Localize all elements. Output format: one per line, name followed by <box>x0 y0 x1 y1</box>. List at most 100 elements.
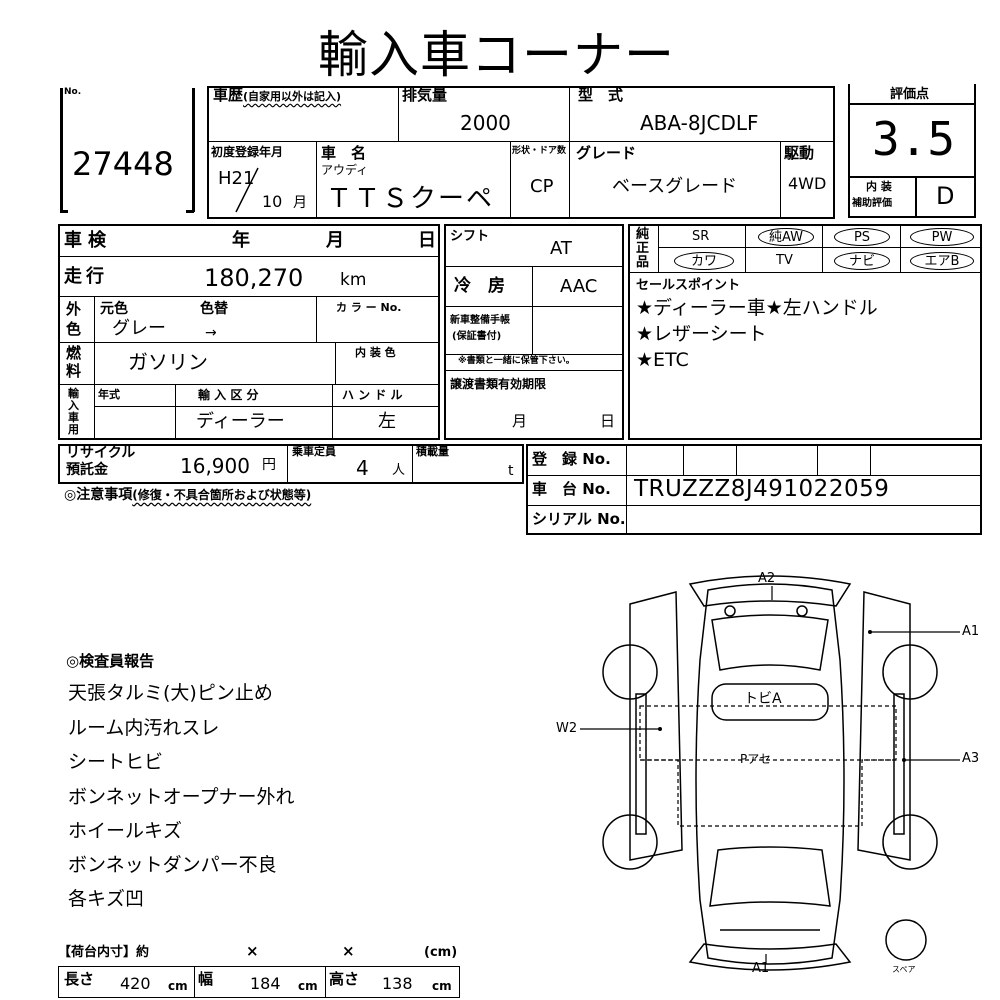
right-door <box>857 591 911 861</box>
transfer-docs-month: 月 <box>512 412 528 430</box>
cargo-x2: × <box>342 942 355 960</box>
cargo-height: 138 <box>382 974 413 993</box>
body-type-label: 形状・ドア数 <box>512 146 567 156</box>
displacement-label: 排気量 <box>402 86 448 104</box>
diagram-label-roof: トビA <box>744 691 782 707</box>
rating-value: 3.5 <box>872 112 956 166</box>
interior-color-label: 内 装 色 <box>355 346 396 359</box>
first-reg-era: H21 <box>218 168 255 189</box>
maintenance-note: ※書類と一緒に保管下さい。 <box>458 356 575 366</box>
lot-number: 27448 <box>72 145 174 183</box>
inspector-item: 各キズ凹 <box>68 888 145 910</box>
model-label: 型 式 <box>578 86 624 104</box>
diagram-label-a2: A2 <box>758 571 776 586</box>
import-label-4: 用 <box>68 423 79 436</box>
maintenance-sub: (保証書付) <box>452 331 502 342</box>
chassis-number: TRUZZZ8J491022059 <box>634 476 890 502</box>
chassis-box <box>526 444 982 535</box>
equip-ps: PS <box>834 228 890 246</box>
panel-dashed-area <box>639 705 897 827</box>
inspection-year: 年 <box>232 230 250 251</box>
inspector-item: 天張タルミ(大)ピン止め <box>68 682 273 704</box>
first-reg-month-unit: 月 <box>293 195 307 211</box>
recycle-unit: 円 <box>262 457 276 473</box>
front-bumper <box>688 943 852 971</box>
mileage-label: 走行 <box>64 266 108 287</box>
cargo-height-unit: cm <box>432 979 452 993</box>
capacity-value: 4 <box>356 456 369 480</box>
inspector-item: ホイールキズ <box>68 820 183 842</box>
drive-value: 4WD <box>788 174 827 193</box>
equip-navi: ナビ <box>834 252 890 270</box>
load-unit: t <box>508 463 514 479</box>
ac-value: AAC <box>560 276 598 297</box>
diagram-label-a1-right: A1 <box>962 624 980 639</box>
transfer-docs-label: 譲渡書類有効期限 <box>450 377 547 391</box>
shift-label: シフト <box>450 229 490 244</box>
maintenance-label: 新車整備手帳 <box>450 315 510 326</box>
wheel <box>882 644 938 700</box>
first-reg-label: 初度登録年月 <box>211 145 284 159</box>
fuel-value: ガソリン <box>128 350 208 374</box>
color-label-2: 色 <box>66 320 82 338</box>
equipment-box <box>628 224 982 440</box>
inspector-label: ◎検査員報告 <box>66 652 155 670</box>
first-reg-month: 10 <box>262 192 283 211</box>
interior-value: D <box>936 182 955 210</box>
import-class-label: 輸 入 区 分 <box>198 388 259 402</box>
registration-label: 登 録 No. <box>532 450 611 468</box>
cargo-width: 184 <box>250 974 281 993</box>
interior-label: 内 装 <box>866 180 892 193</box>
orig-color-label: 元色 <box>100 301 128 317</box>
wheel <box>882 814 938 870</box>
diagram-label-w2: W2 <box>556 721 578 736</box>
color-arrow: → <box>205 325 217 341</box>
recycle-sub: 預託金 <box>66 462 108 478</box>
chassis-label: 車 台 No. <box>532 480 611 498</box>
cargo-label: 【荷台内寸】約 <box>58 945 150 960</box>
recycle-box <box>58 444 524 484</box>
cargo-width-label: 幅 <box>198 970 214 988</box>
history-label: 車歴(自家用以外は記入) <box>213 86 342 104</box>
cargo-height-label: 高さ <box>329 970 360 988</box>
equip-airbag: エアB <box>910 252 974 270</box>
capacity-unit: 人 <box>392 463 406 478</box>
equip-sr: SR <box>692 229 710 244</box>
car-body-outline <box>695 583 845 965</box>
spec-table <box>58 224 440 440</box>
import-label-3: 車 <box>68 411 79 424</box>
cargo-length: 420 <box>120 974 151 993</box>
capacity-label: 乗車定員 <box>292 445 336 458</box>
vehicle-info-box <box>207 86 835 219</box>
interior-sub-label: 補助評価 <box>852 198 892 209</box>
cargo-unit-label: (cm) <box>424 945 458 960</box>
left-door <box>629 591 683 861</box>
shift-value: AT <box>550 238 572 259</box>
model-value: ABA-8JCDLF <box>640 111 759 135</box>
diagram-label-panel: Pアセ <box>740 752 771 766</box>
inspector-item: ボンネットダンパー不良 <box>68 854 277 876</box>
rear-bumper <box>688 575 852 607</box>
color-code-label: カ ラ ー No. <box>336 301 402 314</box>
sales-point-item: ★ディーラー車★左ハンドル <box>636 297 878 319</box>
sales-points-label: セールスポイント <box>636 278 741 293</box>
cargo-x1: × <box>246 942 259 960</box>
model-year-label: 年式 <box>98 388 120 401</box>
car-name-label: 車 名 <box>321 144 367 162</box>
import-class-value: ディーラー <box>196 411 285 432</box>
spare-tire <box>885 919 927 961</box>
grade-value: ベースグレード <box>612 176 738 197</box>
recycle-label: リサイクル <box>66 445 136 461</box>
inspector-item: ルーム内汚れスレ <box>68 717 220 739</box>
body-type-value: CP <box>530 176 554 197</box>
equip-leather: カワ <box>674 252 734 270</box>
car-name-value: ＴＴＳクーペ <box>326 184 495 214</box>
import-label-2: 入 <box>68 399 79 412</box>
diagram-label-spare: スペア <box>892 965 916 974</box>
right-sill <box>893 693 905 835</box>
import-label-1: 輸 <box>68 387 79 400</box>
page-title: 輸入車コーナー <box>318 26 675 84</box>
first-reg-slash <box>235 167 259 213</box>
cargo-width-unit: cm <box>298 979 318 993</box>
inspector-item: ボンネットオープナー外れ <box>68 786 295 808</box>
